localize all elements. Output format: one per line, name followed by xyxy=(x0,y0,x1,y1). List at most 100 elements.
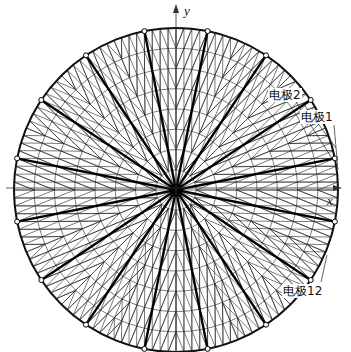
mesh-edge xyxy=(285,136,288,143)
mesh-edge xyxy=(184,70,192,90)
mesh-edge xyxy=(317,190,318,198)
mesh-edge xyxy=(219,127,227,147)
mesh-edge xyxy=(251,159,254,166)
mesh-edge xyxy=(145,246,153,265)
mesh-edge xyxy=(80,256,99,264)
mesh-edge xyxy=(152,49,160,50)
mesh-edge xyxy=(266,229,269,236)
mesh-edge xyxy=(113,133,118,139)
mesh-edge xyxy=(80,158,101,159)
mesh-edge xyxy=(247,137,262,152)
mesh-edge xyxy=(222,302,223,324)
mesh-edge xyxy=(256,281,264,300)
mesh-edge xyxy=(168,28,169,48)
mesh-edge xyxy=(60,102,65,108)
mesh-edge xyxy=(281,244,285,251)
mesh-edge xyxy=(272,221,291,229)
mesh-edge xyxy=(130,284,138,303)
mesh-edge xyxy=(316,166,337,167)
mesh-edge xyxy=(70,270,84,284)
mesh-edge xyxy=(213,142,219,147)
mesh-edge xyxy=(229,160,233,167)
mesh-edge xyxy=(95,182,115,190)
mesh-edge xyxy=(199,115,207,134)
mesh-edge xyxy=(34,190,35,198)
mesh-edge xyxy=(152,246,153,267)
mesh-edge xyxy=(130,100,138,119)
mesh-edge xyxy=(287,272,292,278)
mesh-edge xyxy=(152,249,160,268)
mesh-edge xyxy=(285,128,304,136)
mesh-edge xyxy=(214,75,215,97)
mesh-edge xyxy=(15,198,35,206)
mesh-edge xyxy=(42,236,64,237)
mesh-edge xyxy=(67,136,82,151)
mesh-edge xyxy=(227,247,233,252)
mesh-edge xyxy=(125,233,133,253)
mesh-edge xyxy=(152,310,160,329)
mesh-edge xyxy=(88,286,102,300)
mesh-edge xyxy=(183,311,184,331)
mesh-edge xyxy=(199,246,200,267)
mesh-edge xyxy=(213,174,234,175)
mesh-edge xyxy=(258,301,264,306)
mesh-edge xyxy=(184,90,192,109)
mesh-edge xyxy=(264,296,270,301)
mesh-edge xyxy=(200,92,208,94)
mesh-edge xyxy=(120,160,124,167)
mesh-edge xyxy=(98,213,119,214)
mesh-edge xyxy=(293,151,312,159)
mesh-edge xyxy=(19,229,40,230)
mesh-edge xyxy=(200,73,208,92)
mesh-edge xyxy=(110,267,116,272)
mesh-edge xyxy=(160,49,168,69)
mesh-edge xyxy=(136,33,137,54)
mesh-edge xyxy=(114,62,122,81)
mesh-edge xyxy=(105,152,120,167)
mesh-edge xyxy=(34,182,35,190)
mesh-edge xyxy=(130,280,137,283)
mesh-edge xyxy=(122,78,129,81)
mesh-edge xyxy=(95,182,115,190)
mesh-edge xyxy=(110,247,118,267)
mesh-edge xyxy=(205,147,219,161)
mesh-edge xyxy=(168,109,169,129)
mesh-edge xyxy=(168,250,176,252)
mesh-edge xyxy=(176,68,184,69)
mesh-edge xyxy=(54,182,55,190)
mesh-edge xyxy=(168,89,176,109)
mesh-edge xyxy=(129,305,137,324)
mesh-edge xyxy=(207,265,215,284)
mesh-edge xyxy=(52,251,71,259)
mesh-edge xyxy=(230,81,237,85)
mesh-edge xyxy=(64,236,67,243)
mesh-edge xyxy=(152,249,160,268)
mesh-edge xyxy=(296,206,315,214)
mesh-edge xyxy=(59,221,80,222)
mesh-edge xyxy=(75,182,95,190)
mesh-edge xyxy=(115,85,130,100)
mesh-edge xyxy=(137,33,145,52)
mesh-edge xyxy=(101,152,104,159)
mesh-edge xyxy=(61,151,80,159)
mesh-edge xyxy=(120,167,139,175)
mesh-edge xyxy=(110,113,124,127)
mesh-edge xyxy=(184,48,192,50)
mesh-edge xyxy=(64,229,83,237)
mesh-edge xyxy=(264,60,272,79)
mesh-edge xyxy=(176,251,184,271)
mesh-edge xyxy=(122,81,130,100)
mesh-edge xyxy=(208,326,216,328)
mesh-edge xyxy=(262,276,276,290)
mesh-edge xyxy=(88,281,96,300)
mesh-edge xyxy=(123,160,138,175)
mesh-edge xyxy=(93,51,108,66)
mesh-edge xyxy=(16,166,36,167)
mesh-edge xyxy=(232,213,251,221)
mesh-edge xyxy=(130,78,138,97)
mesh-edge xyxy=(144,265,145,286)
mesh-edge xyxy=(14,197,34,198)
mesh-edge xyxy=(200,94,208,113)
mesh-edge xyxy=(270,221,273,228)
